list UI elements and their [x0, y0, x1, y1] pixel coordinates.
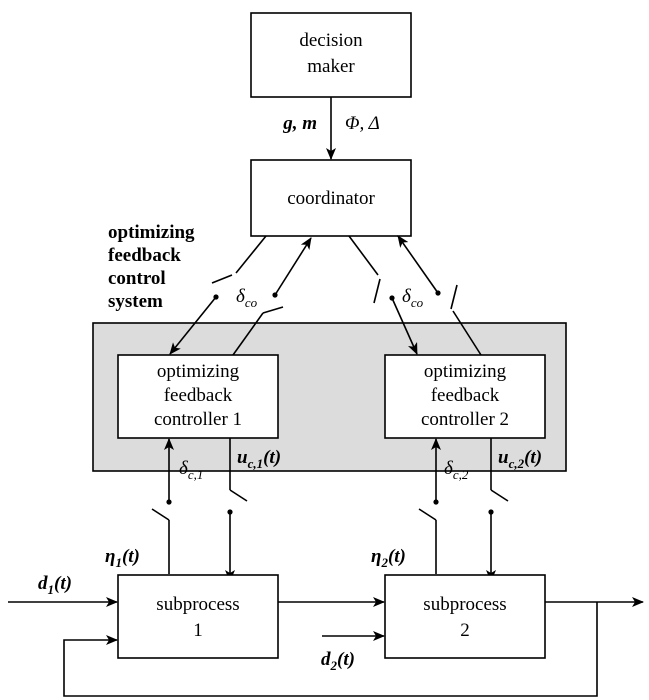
- d1-label: d1(t): [38, 573, 72, 597]
- subprocess-2-label-2: 2: [460, 620, 470, 641]
- subprocess-2-label-1: subprocess: [423, 594, 506, 615]
- d2-label: d2(t): [321, 649, 355, 673]
- decision-maker-box: [250, 12, 412, 98]
- eta2-label: η2(t): [371, 546, 406, 570]
- ctrl1-up-line: [232, 312, 264, 356]
- uc2-switch: [490, 489, 509, 502]
- uc2-label: uc,2(t): [498, 447, 542, 471]
- ctrl2-up-line: [452, 310, 482, 356]
- controller-2-label-3: controller 2: [421, 409, 509, 430]
- eta2-switch: [418, 508, 437, 521]
- coordinator-label: coordinator: [287, 188, 375, 209]
- system-label-3: control: [108, 268, 166, 289]
- decision-maker-label-2: maker: [307, 56, 355, 77]
- uc1-switch: [229, 489, 248, 502]
- ctrl2-up-switch: [450, 284, 458, 310]
- eta1-label: η1(t): [105, 546, 140, 570]
- subprocess-1-label-1: subprocess: [156, 594, 239, 615]
- controller-1-label-3: controller 1: [154, 409, 242, 430]
- system-label-2: feedback: [108, 245, 181, 266]
- switch-delta-c1: δc,1: [179, 458, 203, 482]
- uc1-label: uc,1(t): [237, 447, 281, 471]
- coord-left-down-switch: [211, 274, 233, 284]
- subprocess-1-box: [117, 574, 279, 659]
- coord-left-down-arrow: [169, 296, 217, 355]
- controller-2-label-1: optimizing: [424, 361, 507, 382]
- decision-label-g-m: g, m: [282, 113, 317, 134]
- decision-maker-label-1: decision: [299, 30, 363, 51]
- ctrl2-to-coord-arrow: [397, 235, 439, 294]
- eta1-switch: [151, 508, 170, 521]
- ctrl1-up-switch: [262, 306, 284, 314]
- decision-label-phi-delta: Φ, Δ: [345, 113, 380, 134]
- controller-2-label-2: feedback: [431, 385, 500, 406]
- switch-delta-co-left: δco: [236, 286, 258, 310]
- coord-left-down-line: [235, 235, 267, 274]
- subprocess-1-label-2: 1: [193, 620, 203, 641]
- controller-1-label-2: feedback: [164, 385, 233, 406]
- coord-right-down-arrow: [391, 297, 418, 355]
- coord-right-down-line: [348, 235, 379, 276]
- subprocess-2-box: [384, 574, 546, 659]
- ctrl1-to-coord-arrow: [274, 237, 312, 296]
- controller-1-label-1: optimizing: [157, 361, 240, 382]
- controller-1-box: [117, 354, 279, 439]
- switch-delta-co-right: δco: [402, 286, 424, 310]
- switch-delta-c2: δc,2: [444, 458, 469, 482]
- coordinator-box: [250, 159, 412, 237]
- coord-right-down-switch: [373, 278, 381, 304]
- feedback-loop-arrow: [63, 602, 598, 697]
- controller-2-box: [384, 354, 546, 439]
- system-label-1: optimizing: [108, 222, 195, 243]
- system-label-4: system: [108, 291, 163, 312]
